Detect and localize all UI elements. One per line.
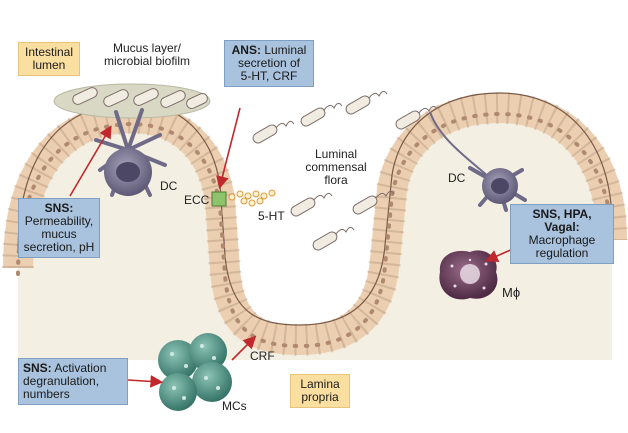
sns-left-line-1: Permeability,: [24, 214, 94, 228]
epithelial-nuclei: [16, 111, 614, 349]
sns-bottom-line-1: Activation: [51, 361, 107, 375]
lamina-line-1: Lamina: [300, 377, 340, 391]
macrophage-label: Mϕ: [502, 285, 521, 300]
sns-right-line-1: Macrophage: [528, 233, 596, 247]
crf-arrow: [231, 335, 257, 361]
ans-line-1: Luminal: [260, 43, 307, 57]
sns-bottom-line-2: degranulation,: [23, 374, 100, 388]
arrows: [69, 107, 525, 388]
mucus-label-1: Mucus layer/: [112, 41, 182, 55]
mast-cells-label: MCs: [222, 399, 247, 413]
sns-right-title: SNS, HPA, Vagal:: [532, 207, 592, 234]
sns-macrophage-box: SNS, HPA, Vagal: Macrophage regulation: [510, 204, 614, 264]
macrophage-cell: [439, 250, 498, 300]
ecc-label: ECC: [184, 193, 210, 207]
ecc-cell: [211, 191, 227, 207]
lamina-line-2: propria: [301, 390, 339, 404]
luminal-line-2: commensal: [305, 160, 367, 174]
mucus-label: Mucus layer/ microbial biofilm: [92, 42, 202, 68]
lamina-propria-box: Lamina propria: [290, 374, 350, 408]
dc-right-label: DC: [448, 171, 466, 185]
mast-cells: [158, 333, 232, 411]
luminal-line-3: flora: [324, 173, 348, 187]
ans-title: ANS:: [231, 43, 261, 57]
intestinal-lumen-label-2: lumen: [32, 58, 66, 72]
ans-line-2: secretion of: [237, 56, 301, 70]
sns-bottom-line-3: numbers: [23, 387, 70, 401]
intestinal-lumen-box: Intestinal lumen: [18, 42, 80, 76]
luminal-flora-label: Luminal commensal flora: [296, 148, 376, 187]
sns-left-line-3: secretion, pH: [23, 240, 95, 254]
sns-left-title: SNS:: [44, 201, 74, 215]
dendritic-cell-right: [429, 111, 527, 212]
mucus-label-2: microbial biofilm: [103, 54, 191, 68]
intestinal-lumen-label: Intestinal: [24, 45, 74, 59]
ans-arrow: [216, 107, 241, 190]
sns-mastcell-arrow: [127, 375, 164, 388]
luminal-line-1: Luminal: [314, 147, 358, 161]
sns-mastcell-box: SNS: Activation degranulation, numbers: [18, 358, 128, 405]
sns-right-line-2: regulation: [535, 246, 589, 260]
commensal-bacteria: [252, 95, 421, 251]
serotonin-label: 5-HT: [258, 209, 285, 223]
bacteria-flagella: [275, 90, 438, 235]
ans-line-3: 5-HT, CRF: [240, 69, 298, 83]
ans-box: ANS: Luminal secretion of 5-HT, CRF: [224, 40, 314, 87]
serotonin-granules: [228, 189, 276, 207]
sns-bottom-title: SNS:: [23, 361, 52, 375]
bacteria-biofilm: [72, 87, 208, 110]
dc-left-label: DC: [160, 179, 178, 193]
crf-label: CRF: [250, 349, 275, 363]
sns-permeability-arrow: [69, 125, 112, 197]
dendritic-cell-left: [94, 108, 167, 197]
sns-left-line-2: mucus: [41, 227, 77, 241]
sns-permeability-box: SNS: Permeability, mucus secretion, pH: [18, 198, 100, 258]
